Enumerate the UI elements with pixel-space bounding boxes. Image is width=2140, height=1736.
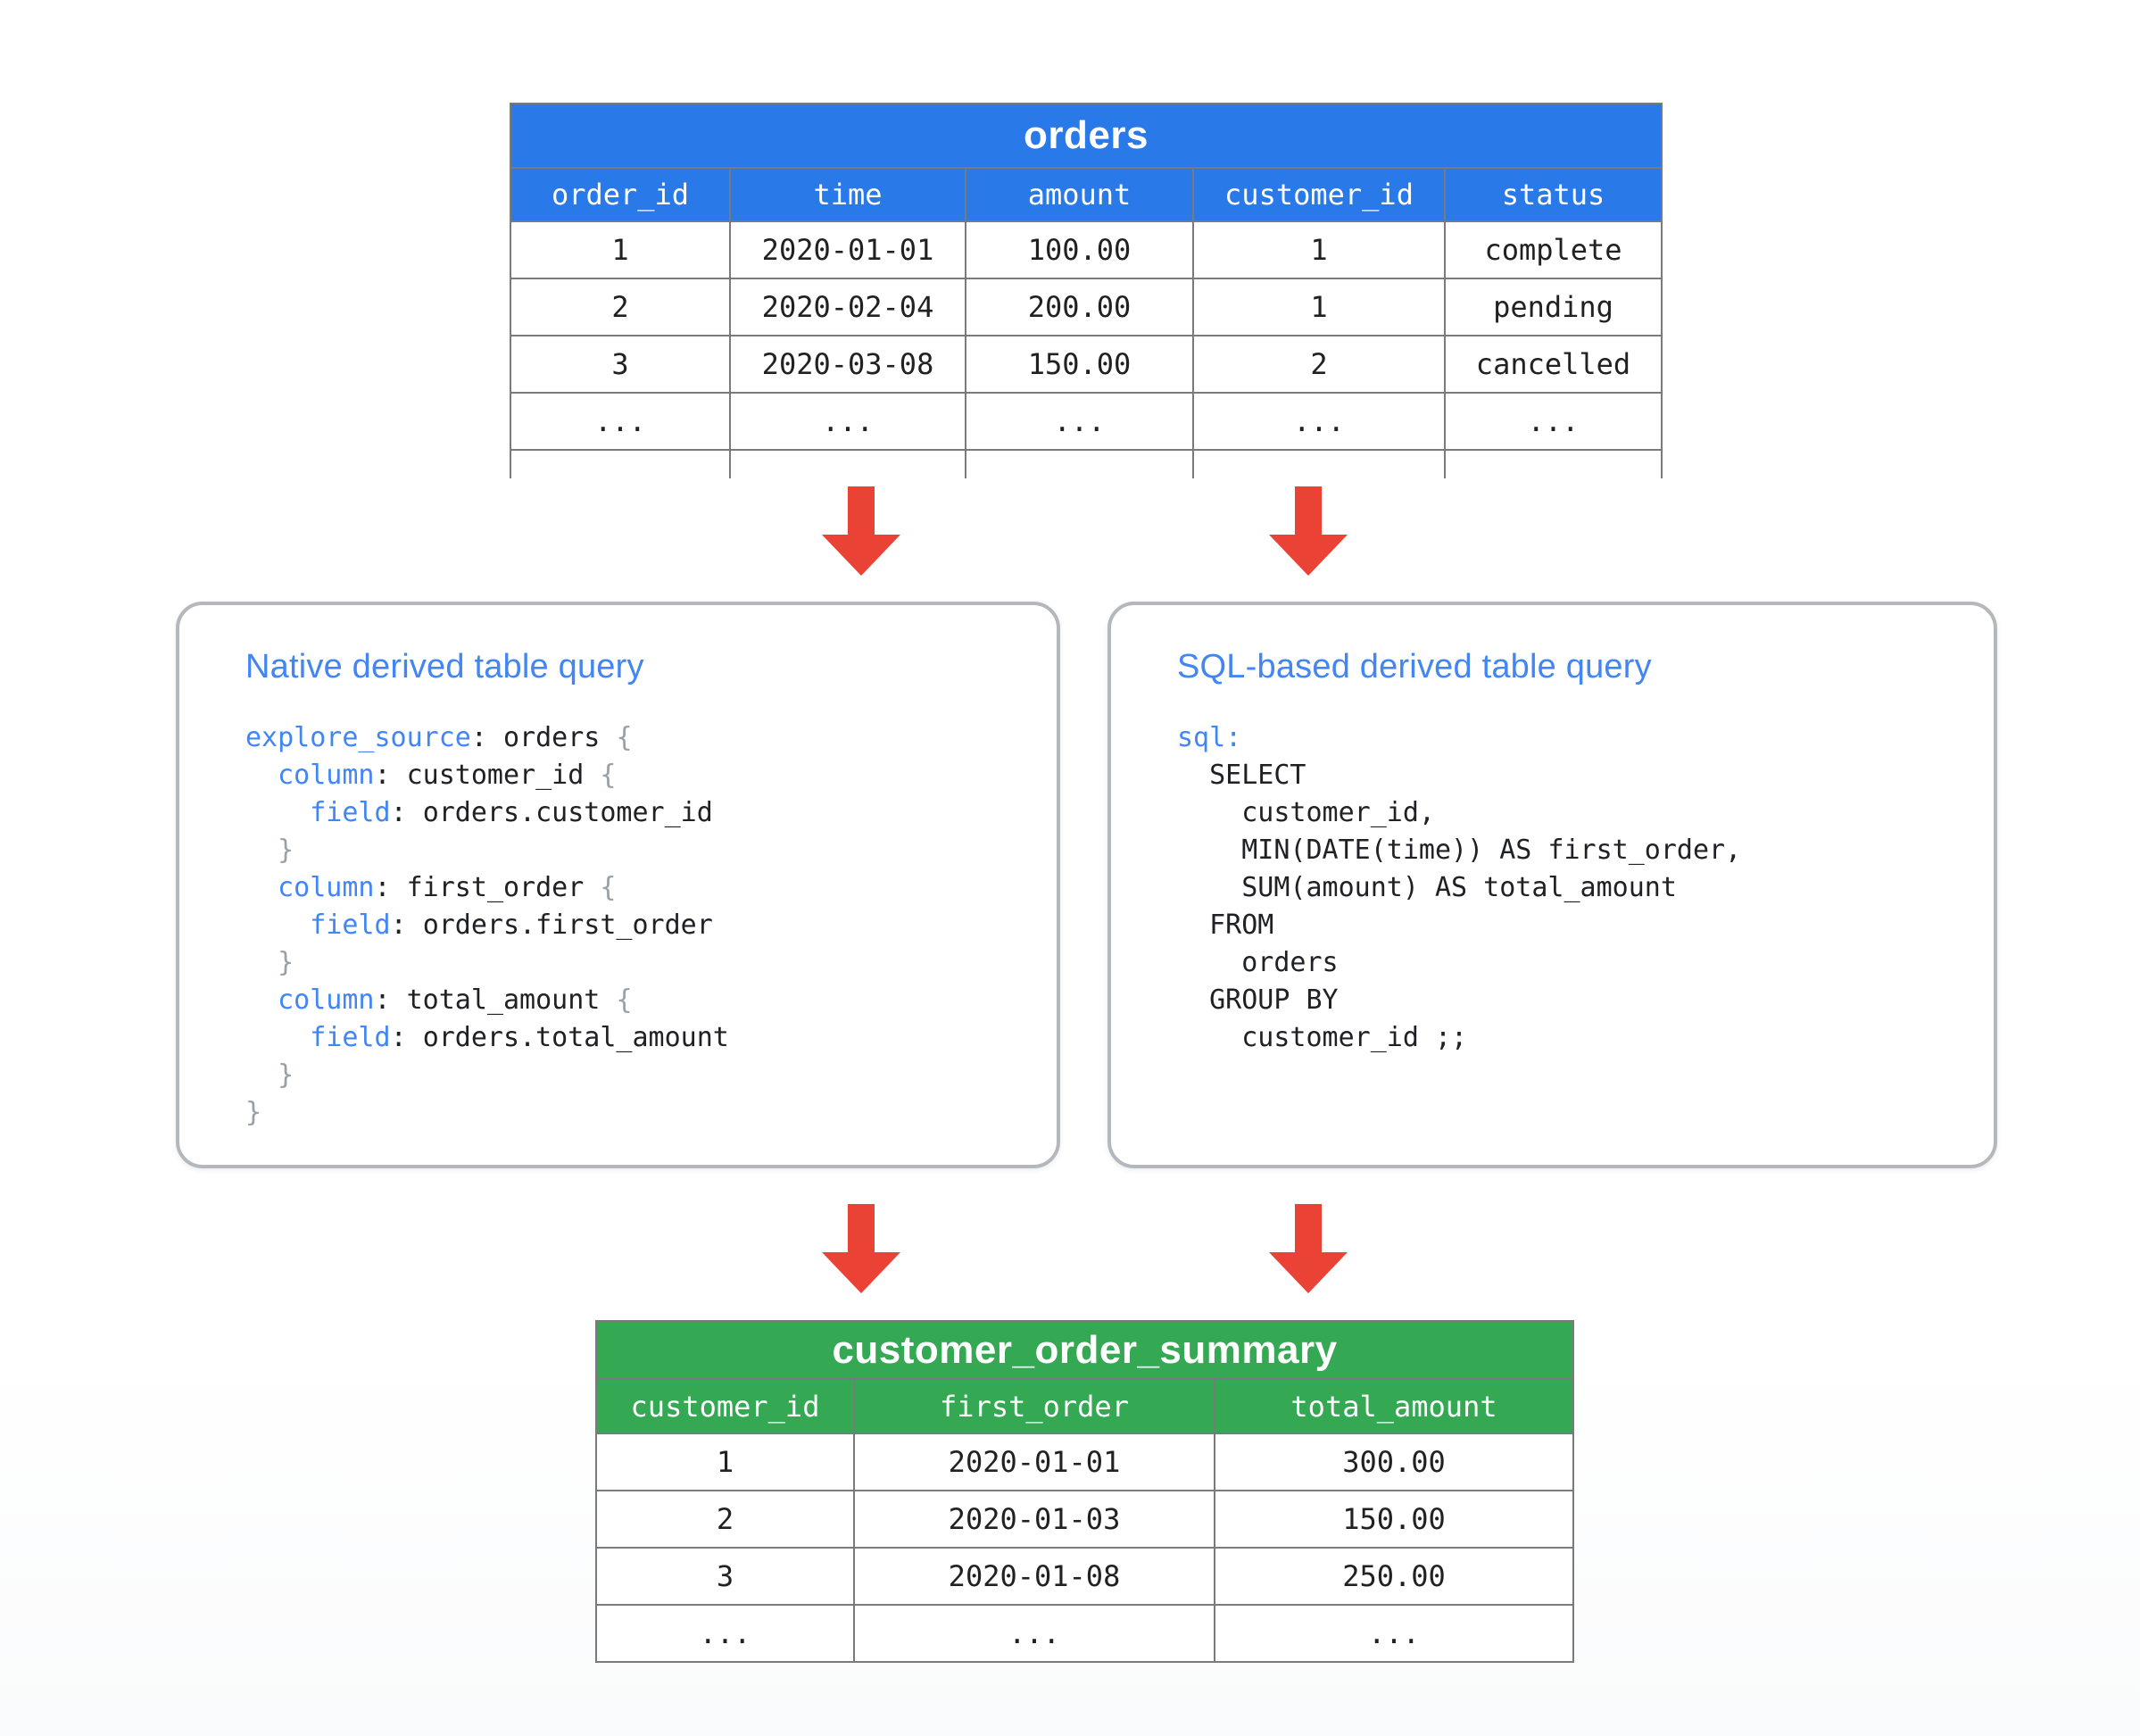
- table-cell: ...: [1192, 392, 1446, 451]
- table-cell: 1: [1192, 278, 1446, 336]
- code-line: field: orders.first_order: [310, 910, 713, 941]
- column-header: order_id: [510, 167, 731, 222]
- native-query-code: explore_source: orders { column: custome…: [245, 719, 729, 1132]
- table-cell: pending: [1444, 278, 1663, 336]
- code-line: }: [245, 1097, 262, 1128]
- table-cell: ...: [965, 392, 1194, 451]
- code-line: }: [245, 947, 294, 978]
- code-line: column: total_amount {: [278, 984, 633, 1016]
- column-header: customer_id: [595, 1378, 855, 1434]
- down-arrow-icon: [822, 486, 900, 576]
- table-cell: ...: [729, 392, 966, 451]
- column-header: total_amount: [1213, 1378, 1575, 1434]
- table-cell: 1: [1192, 220, 1446, 279]
- down-arrow-icon: [1269, 486, 1348, 576]
- table-cell: ...: [853, 1604, 1215, 1663]
- code-line: column: customer_id {: [278, 760, 617, 791]
- down-arrow-icon: [822, 1204, 900, 1293]
- table-cell: [510, 449, 731, 478]
- column-header: status: [1444, 167, 1663, 222]
- table-cell: 2: [595, 1490, 855, 1549]
- table-cell: 2: [510, 278, 731, 336]
- table-cell: [1444, 449, 1663, 478]
- table-cell: 2020-01-08: [853, 1547, 1215, 1606]
- code-line: SUM(amount) AS total_amount: [1177, 872, 1677, 903]
- sql-query-box-title: SQL-based derived table query: [1177, 648, 1652, 685]
- table-cell: 250.00: [1213, 1547, 1575, 1606]
- table-cell: 1: [595, 1433, 855, 1491]
- orders-table-title-row: orders: [510, 103, 1663, 169]
- summary-table-title: customer_order_summary: [595, 1320, 1575, 1380]
- code-line: sql:: [1177, 722, 1242, 753]
- code-line: field: orders.total_amount: [310, 1022, 729, 1053]
- table-cell: 200.00: [965, 278, 1194, 336]
- table-cell: 3: [595, 1547, 855, 1606]
- table-cell: ...: [510, 392, 731, 451]
- table-row: [510, 449, 1663, 478]
- sql-query-code: sql: SELECT customer_id, MIN(DATE(time))…: [1177, 719, 1741, 1057]
- table-cell: 150.00: [1213, 1490, 1575, 1549]
- code-line: MIN(DATE(time)) AS first_order,: [1177, 835, 1742, 866]
- orders-table-title: orders: [510, 103, 1663, 169]
- column-header: customer_id: [1192, 167, 1446, 222]
- native-query-box-title: Native derived table query: [245, 648, 644, 685]
- column-header: first_order: [853, 1378, 1215, 1434]
- table-cell: [965, 449, 1194, 478]
- table-cell: 2020-03-08: [729, 335, 966, 394]
- code-line: orders: [1177, 947, 1339, 978]
- table-cell: ...: [595, 1604, 855, 1663]
- table-row: .........: [595, 1604, 1575, 1663]
- table-cell: 1: [510, 220, 731, 279]
- code-line: column: first_order {: [278, 872, 617, 903]
- code-line: field: orders.customer_id: [310, 797, 713, 828]
- code-line: GROUP BY: [1177, 984, 1339, 1016]
- table-cell: [729, 449, 966, 478]
- code-line: customer_id ;;: [1177, 1022, 1468, 1053]
- table-cell: [1192, 449, 1446, 478]
- code-line: }: [245, 1059, 294, 1091]
- summary-table-title-row: customer_order_summary: [595, 1320, 1575, 1380]
- table-cell: 300.00: [1213, 1433, 1575, 1491]
- code-line: customer_id,: [1177, 797, 1435, 828]
- table-cell: complete: [1444, 220, 1663, 279]
- table-cell: ...: [1444, 392, 1663, 451]
- table-cell: ...: [1213, 1604, 1575, 1663]
- code-line: FROM: [1177, 910, 1274, 941]
- table-row: ...............: [510, 392, 1663, 451]
- code-line: SELECT: [1177, 760, 1306, 791]
- column-header: amount: [965, 167, 1194, 222]
- native-query-box: Native derived table query explore_sourc…: [176, 602, 1060, 1168]
- table-cell: 2020-02-04: [729, 278, 966, 336]
- table-cell: 2: [1192, 335, 1446, 394]
- sql-query-box: SQL-based derived table query sql: SELEC…: [1107, 602, 1997, 1168]
- table-cell: 100.00: [965, 220, 1194, 279]
- table-cell: 150.00: [965, 335, 1194, 394]
- table-cell: 2020-01-03: [853, 1490, 1215, 1549]
- column-header: time: [729, 167, 966, 222]
- table-cell: 3: [510, 335, 731, 394]
- table-cell: cancelled: [1444, 335, 1663, 394]
- code-line: explore_source: orders {: [245, 722, 633, 753]
- code-line: }: [245, 835, 294, 866]
- down-arrow-icon: [1269, 1204, 1348, 1293]
- table-cell: 2020-01-01: [853, 1433, 1215, 1491]
- table-cell: 2020-01-01: [729, 220, 966, 279]
